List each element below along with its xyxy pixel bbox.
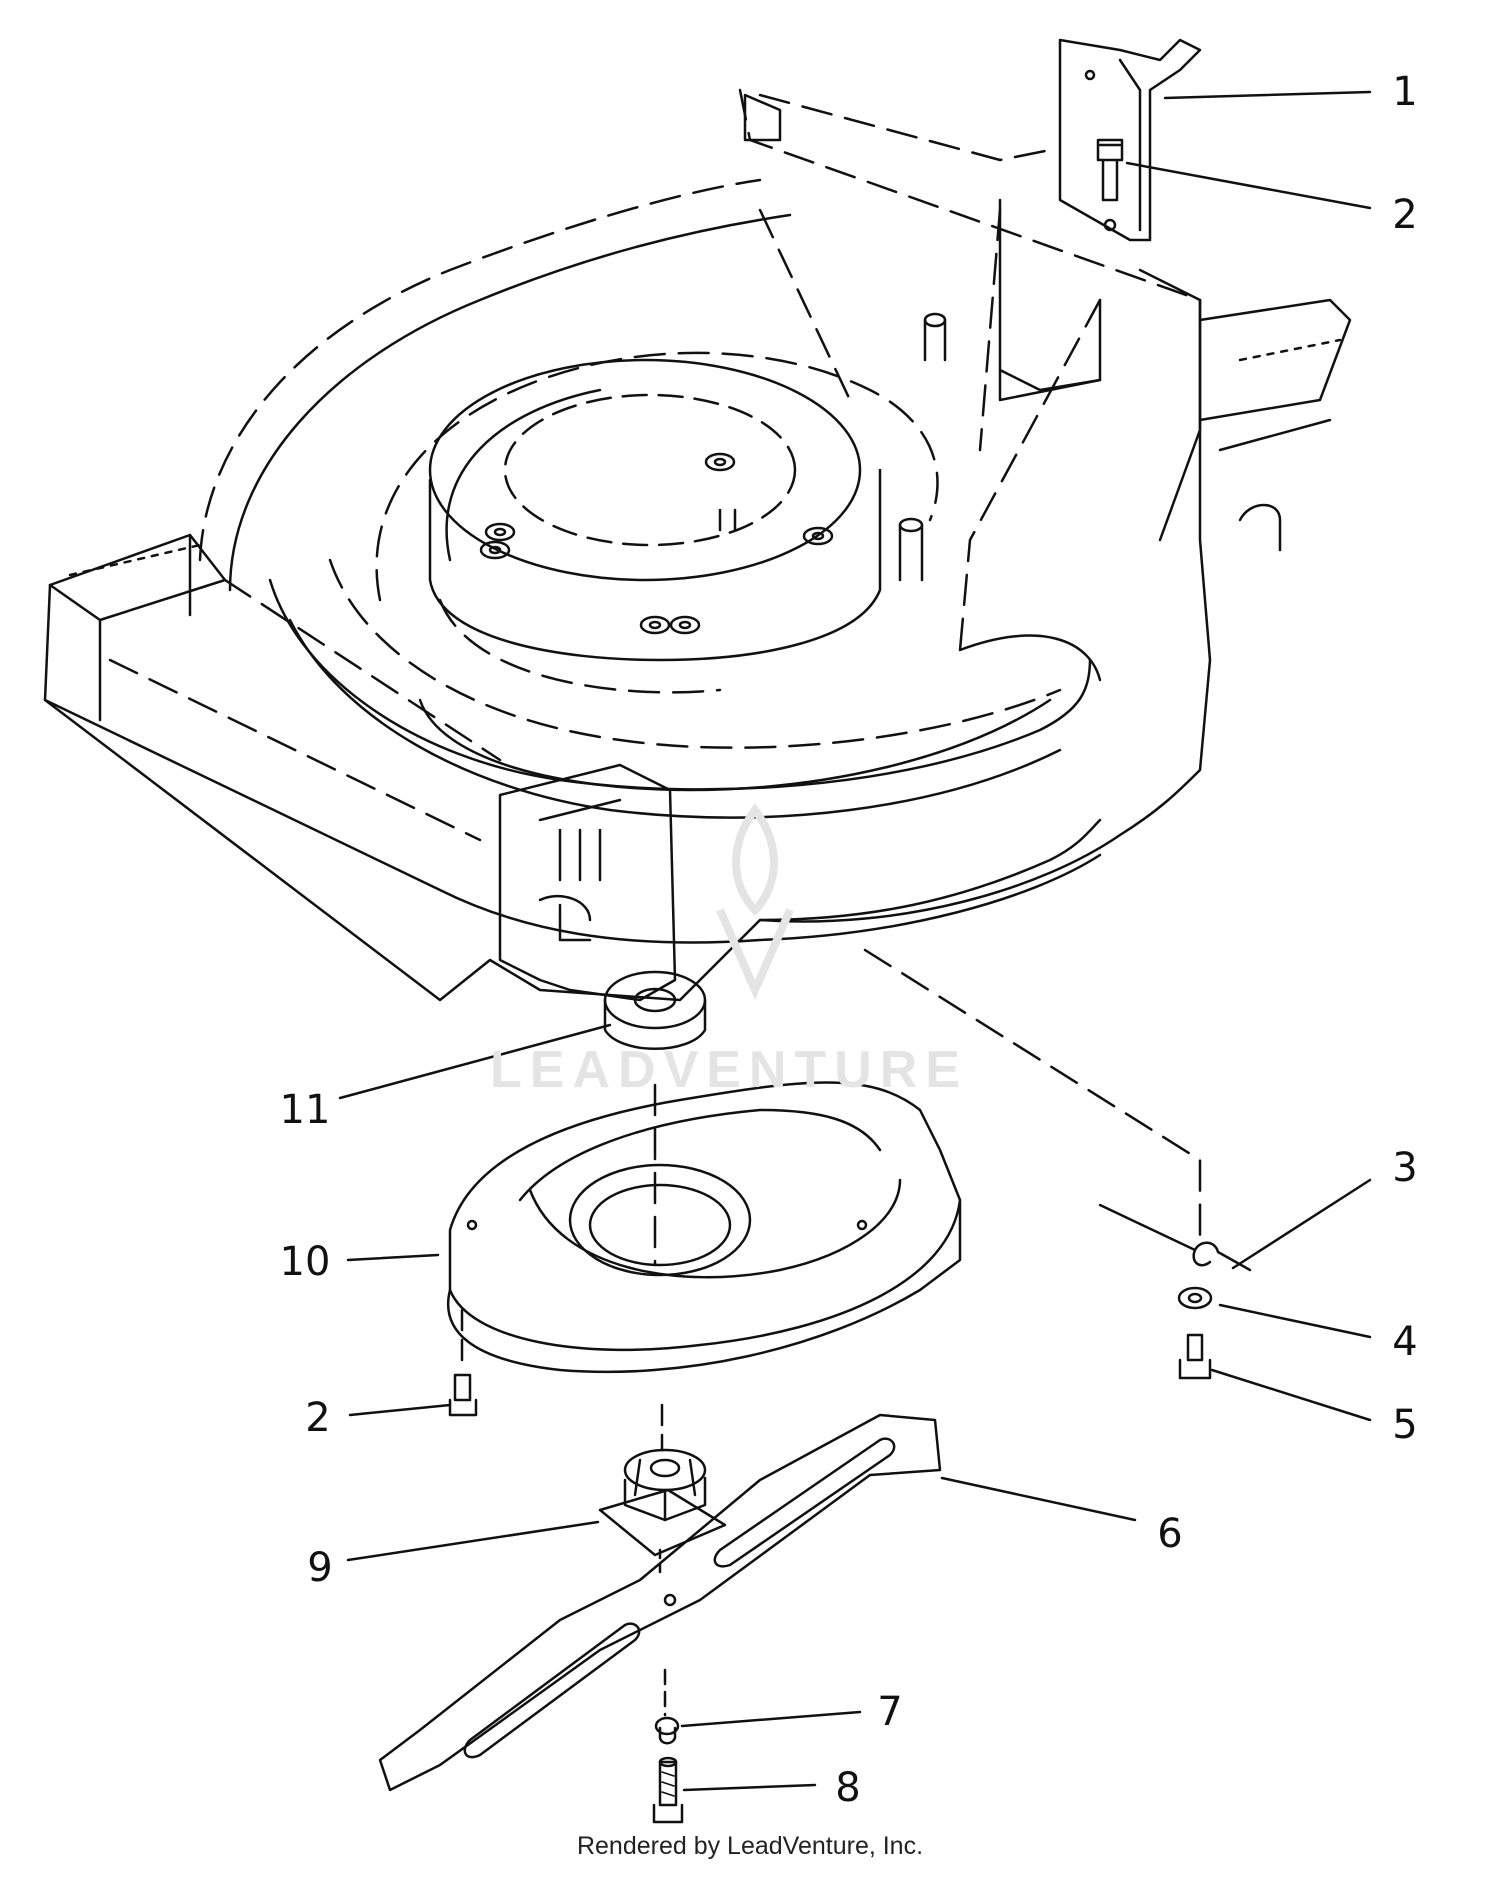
callout-8: 8 xyxy=(835,1765,861,1811)
callout-9: 9 xyxy=(307,1545,333,1591)
leader-10 xyxy=(346,1253,440,1262)
part-2-upper-bolt xyxy=(1096,138,1124,202)
leader-lines xyxy=(338,90,1372,1792)
leader-6 xyxy=(940,1476,1137,1522)
callout-2: 2 xyxy=(1392,192,1418,238)
callout-3: 3 xyxy=(1392,1145,1418,1191)
leader-4 xyxy=(1218,1303,1372,1339)
leader-8 xyxy=(682,1783,817,1792)
part-11-bearing xyxy=(603,970,707,1050)
leader-axis-3 xyxy=(863,948,1202,1247)
part-4-washer xyxy=(1177,1286,1213,1310)
callout-5: 5 xyxy=(1392,1402,1418,1448)
leader-7 xyxy=(680,1710,862,1728)
part-5-bolt xyxy=(1178,1333,1212,1380)
mower-deck xyxy=(43,88,1352,1002)
leader-3 xyxy=(1231,1178,1372,1270)
mount-hole xyxy=(479,452,834,635)
part-3-rod xyxy=(1098,1203,1252,1272)
leader-11 xyxy=(338,1023,612,1100)
leader-2a xyxy=(1125,161,1372,210)
leader-2b xyxy=(348,1403,452,1417)
callout-7: 7 xyxy=(877,1689,903,1735)
callout-4: 4 xyxy=(1392,1319,1418,1365)
watermark-text: LEADVENTURE xyxy=(490,1041,969,1099)
part-10-baffle xyxy=(446,1081,962,1374)
callout-10: 10 xyxy=(279,1239,331,1285)
leader-1 xyxy=(1163,90,1372,100)
leader-5 xyxy=(1210,1368,1372,1422)
callout-11: 11 xyxy=(279,1087,331,1133)
render-credit: Rendered by LeadVenture, Inc. xyxy=(576,1832,924,1860)
part-7-lock-washer xyxy=(654,1716,680,1745)
leadventure-watermark-logo xyxy=(716,803,794,1000)
callout-2-lower: 2 xyxy=(305,1395,331,1441)
part-2-lower-bolt xyxy=(448,1373,478,1417)
part-9-adapter xyxy=(598,1448,727,1557)
part-8-blade-bolt xyxy=(652,1756,684,1824)
part-6-blade xyxy=(378,1413,942,1792)
part-1-bracket xyxy=(1058,38,1202,242)
callout-1: 1 xyxy=(1392,69,1418,115)
leader-9 xyxy=(346,1520,600,1562)
callout-6: 6 xyxy=(1157,1511,1183,1557)
